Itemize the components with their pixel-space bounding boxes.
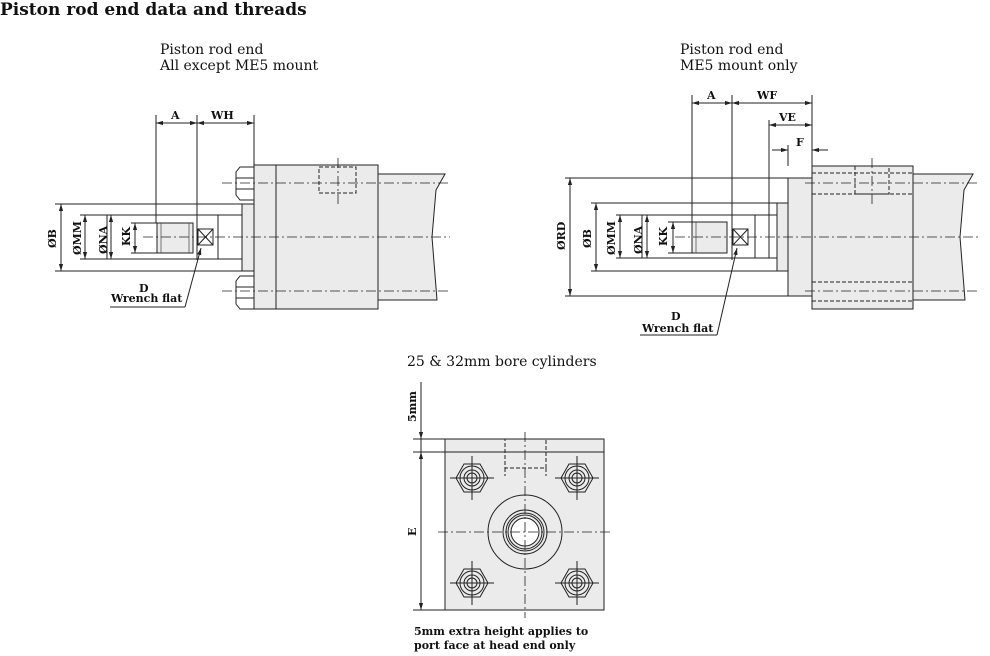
right-cylinder-body	[811, 165, 914, 310]
right-heading-line1: Piston rod end	[680, 42, 783, 58]
left-heading-line2: All except ME5 mount	[159, 58, 319, 74]
left-gland	[241, 203, 255, 272]
right-heading-line2: ME5 mount only	[680, 58, 798, 74]
wrench-flat-label: Wrench flat	[641, 322, 714, 335]
dim-a-label: A	[706, 89, 716, 102]
dim-ve-label: VE	[778, 111, 796, 124]
right-view: Piston rod end ME5 mount only A WF VE F …	[555, 42, 980, 336]
left-dimensions: A WH ØB ØMM ØNA KK D Wrench flat	[46, 109, 255, 308]
right-dimensions: A WF VE F ØRD ØB ØMM ØNA KK D Wrench fla…	[555, 89, 828, 336]
dim-wh-label: WH	[210, 109, 234, 122]
tie-rod-nut-icons	[450, 456, 599, 605]
wrench-flat-label-d: D	[139, 282, 149, 295]
dim-na-label: ØNA	[97, 225, 110, 254]
left-rod-thread	[156, 222, 194, 254]
end-view-dimensions: 5mm E	[406, 382, 445, 611]
dim-b-label: ØB	[46, 229, 59, 248]
right-rod-thread	[691, 221, 728, 254]
dim-e-label: E	[406, 528, 419, 536]
end-view-caption-line2: port face at head end only	[414, 639, 576, 652]
right-wrench-flat-icon	[732, 228, 749, 246]
end-view-caption-line1: 5mm extra height applies to	[414, 625, 588, 638]
dim-mm-label: ØMM	[605, 221, 618, 255]
dim-wf-label: WF	[756, 89, 777, 102]
dim-a-label: A	[170, 109, 180, 122]
end-view: 25 & 32mm bore cylinders 5mm E 5mm extra…	[406, 354, 612, 652]
dim-na-label: ØNA	[632, 225, 645, 254]
left-tie-rod-nuts	[235, 166, 255, 310]
dim-mm-label: ØMM	[71, 221, 84, 255]
left-view: Piston rod end All except ME5 mount A WH…	[46, 42, 450, 310]
right-hidden-lines	[812, 158, 913, 302]
dim-rd-label: ØRD	[555, 221, 568, 250]
dim-5mm-label: 5mm	[406, 391, 419, 422]
end-port	[504, 438, 547, 469]
wrench-flat-label: Wrench flat	[110, 292, 183, 305]
left-heading-line1: Piston rod end	[160, 42, 263, 58]
dim-b-label: ØB	[581, 229, 594, 248]
left-port	[318, 166, 357, 194]
dim-f-label: F	[796, 136, 804, 149]
wrench-flat-label-d: D	[671, 310, 681, 323]
end-view-heading: 25 & 32mm bore cylinders	[407, 354, 597, 370]
dim-kk-label: KK	[120, 226, 133, 246]
dim-kk-label: KK	[657, 226, 670, 246]
page-title: Piston rod end data and threads	[0, 0, 307, 20]
